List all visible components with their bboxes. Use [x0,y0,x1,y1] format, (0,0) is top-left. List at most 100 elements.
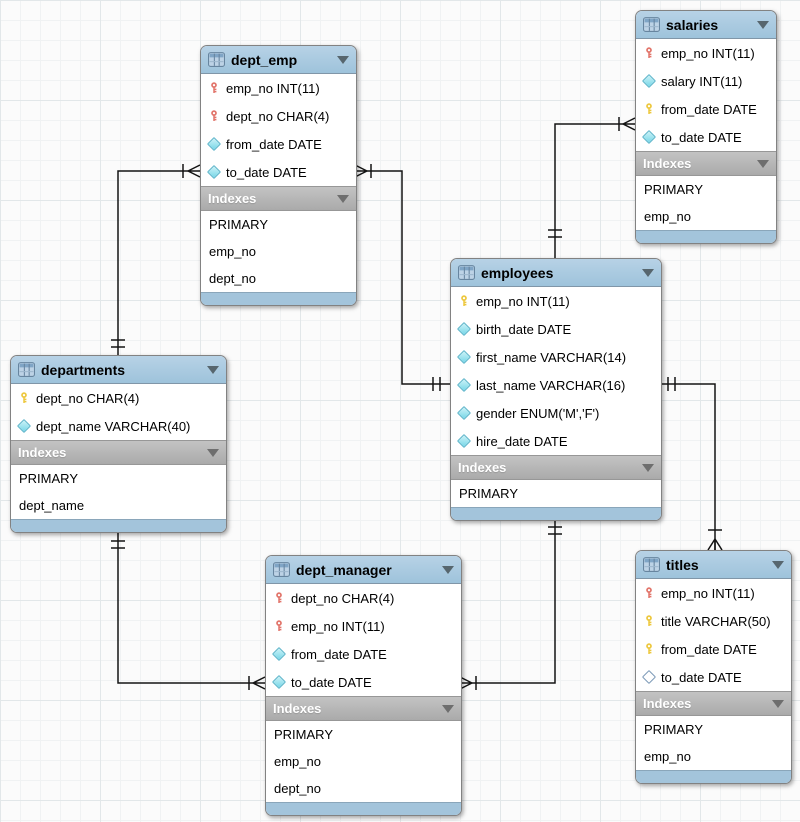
collapse-arrow-icon[interactable] [757,159,769,168]
index-emp_no[interactable]: emp_no [636,203,776,230]
indexes-bar[interactable]: Indexes [266,696,461,721]
index-PRIMARY[interactable]: PRIMARY [451,480,661,507]
indexes-bar[interactable]: Indexes [636,151,776,176]
column-dept_no[interactable]: dept_no CHAR(4) [11,384,226,412]
column-last_name[interactable]: last_name VARCHAR(16) [451,371,661,399]
column-dept_no[interactable]: dept_no CHAR(4) [201,102,356,130]
index-dept_no[interactable]: dept_no [201,265,356,292]
indexes-bar[interactable]: Indexes [451,455,661,480]
key-red-icon [273,592,285,604]
collapse-arrow-icon[interactable] [207,365,219,374]
column-from_date[interactable]: from_date DATE [266,640,461,668]
column-label: emp_no INT(11) [661,585,755,601]
relationship-departments-dept_manager[interactable] [111,529,266,690]
index-emp_no[interactable]: emp_no [636,743,791,770]
collapse-arrow-icon[interactable] [642,268,654,277]
index-PRIMARY[interactable]: PRIMARY [11,465,226,492]
collapse-arrow-icon[interactable] [642,463,654,472]
column-label: birth_date DATE [476,321,572,337]
key-yellow-icon [18,392,30,404]
index-PRIMARY[interactable]: PRIMARY [266,721,461,748]
relationship-departments-dept_emp[interactable] [111,164,201,355]
columns-section: emp_no INT(11) salary INT(11) from_date DA… [636,39,776,151]
column-from_date[interactable]: from_date DATE [636,635,791,663]
column-title[interactable]: title VARCHAR(50) [636,607,791,635]
cardinality-one-icon [111,339,125,348]
table-header[interactable]: departments [11,356,226,384]
key-red-icon [273,620,285,632]
column-emp_no[interactable]: emp_no INT(11) [451,287,661,315]
diamond-icon [208,138,220,150]
column-label: salary INT(11) [661,73,743,89]
relationship-employees-dept_emp[interactable] [354,164,450,391]
table-header[interactable]: titles [636,551,791,579]
table-departments[interactable]: departments dept_no CHAR(4)dept_name VAR… [10,355,227,533]
cardinality-one-icon [548,229,562,238]
crow-foot-icon [187,164,201,178]
column-emp_no[interactable]: emp_no INT(11) [266,612,461,640]
table-salaries[interactable]: salaries emp_no INT(11) salary INT(11) fro… [635,10,777,244]
collapse-arrow-icon[interactable] [337,55,349,64]
diamond-icon [458,379,470,391]
relationship-employees-salaries[interactable] [548,117,636,258]
table-titles[interactable]: titles emp_no INT(11) title VARCHAR(50)fr… [635,550,792,784]
column-gender[interactable]: gender ENUM('M','F') [451,399,661,427]
column-label: from_date DATE [291,646,387,662]
table-icon [643,17,660,32]
index-emp_no[interactable]: emp_no [201,238,356,265]
index-dept_name[interactable]: dept_name [11,492,226,519]
column-emp_no[interactable]: emp_no INT(11) [636,579,791,607]
table-header[interactable]: salaries [636,11,776,39]
collapse-arrow-icon[interactable] [442,565,454,574]
column-hire_date[interactable]: hire_date DATE [451,427,661,455]
column-first_name[interactable]: first_name VARCHAR(14) [451,343,661,371]
diamond-icon [273,676,285,688]
crow-foot-icon [707,538,723,551]
table-footer [636,770,791,783]
index-emp_no[interactable]: emp_no [266,748,461,775]
cardinality-one-icon [111,540,125,549]
relationship-employees-titles[interactable] [660,377,723,551]
column-to_date[interactable]: to_date DATE [636,123,776,151]
index-dept_no[interactable]: dept_no [266,775,461,802]
indexes-bar[interactable]: Indexes [201,186,356,211]
collapse-arrow-icon[interactable] [337,194,349,203]
column-birth_date[interactable]: birth_date DATE [451,315,661,343]
relationship-employees-dept_manager[interactable] [459,518,562,690]
column-dept_no[interactable]: dept_no CHAR(4) [266,584,461,612]
indexes-bar[interactable]: Indexes [11,440,226,465]
column-emp_no[interactable]: emp_no INT(11) [636,39,776,67]
column-from_date[interactable]: from_date DATE [201,130,356,158]
column-dept_name[interactable]: dept_name VARCHAR(40) [11,412,226,440]
column-emp_no[interactable]: emp_no INT(11) [201,74,356,102]
collapse-arrow-icon[interactable] [772,560,784,569]
column-to_date[interactable]: to_date DATE [636,663,791,691]
index-PRIMARY[interactable]: PRIMARY [636,716,791,743]
diamond-icon [643,75,655,87]
collapse-arrow-icon[interactable] [757,20,769,29]
index-PRIMARY[interactable]: PRIMARY [636,176,776,203]
table-header[interactable]: dept_emp [201,46,356,74]
table-header[interactable]: employees [451,259,661,287]
collapse-arrow-icon[interactable] [442,704,454,713]
column-to_date[interactable]: to_date DATE [201,158,356,186]
table-title: titles [666,556,699,573]
table-employees[interactable]: employees emp_no INT(11) birth_date DATE f… [450,258,662,521]
indexes-bar[interactable]: Indexes [636,691,791,716]
index-PRIMARY[interactable]: PRIMARY [201,211,356,238]
column-salary[interactable]: salary INT(11) [636,67,776,95]
column-from_date[interactable]: from_date DATE [636,95,776,123]
table-dept_manager[interactable]: dept_manager dept_no CHAR(4)emp_no INT(1… [265,555,462,816]
table-dept_emp[interactable]: dept_emp emp_no INT(11)dept_no CHAR(4)fr… [200,45,357,306]
diamond-icon [18,420,30,432]
table-header[interactable]: dept_manager [266,556,461,584]
columns-section: emp_no INT(11) title VARCHAR(50)from_date… [636,579,791,691]
column-label: to_date DATE [226,164,307,180]
column-to_date[interactable]: to_date DATE [266,668,461,696]
collapse-arrow-icon[interactable] [772,699,784,708]
collapse-arrow-icon[interactable] [207,448,219,457]
